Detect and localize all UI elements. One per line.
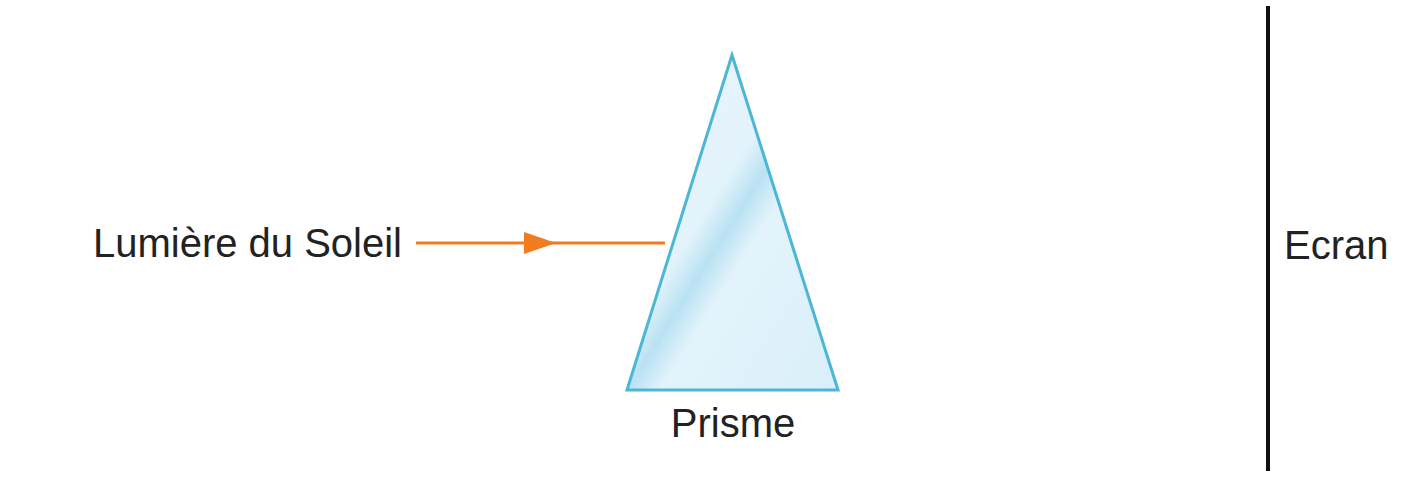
screen xyxy=(1266,6,1270,471)
light-label: Lumière du Soleil xyxy=(93,220,402,266)
prism xyxy=(627,55,838,390)
screen-label: Ecran xyxy=(1284,222,1389,268)
ray-arrowhead xyxy=(524,232,556,254)
prism-label: Prisme xyxy=(671,400,795,446)
